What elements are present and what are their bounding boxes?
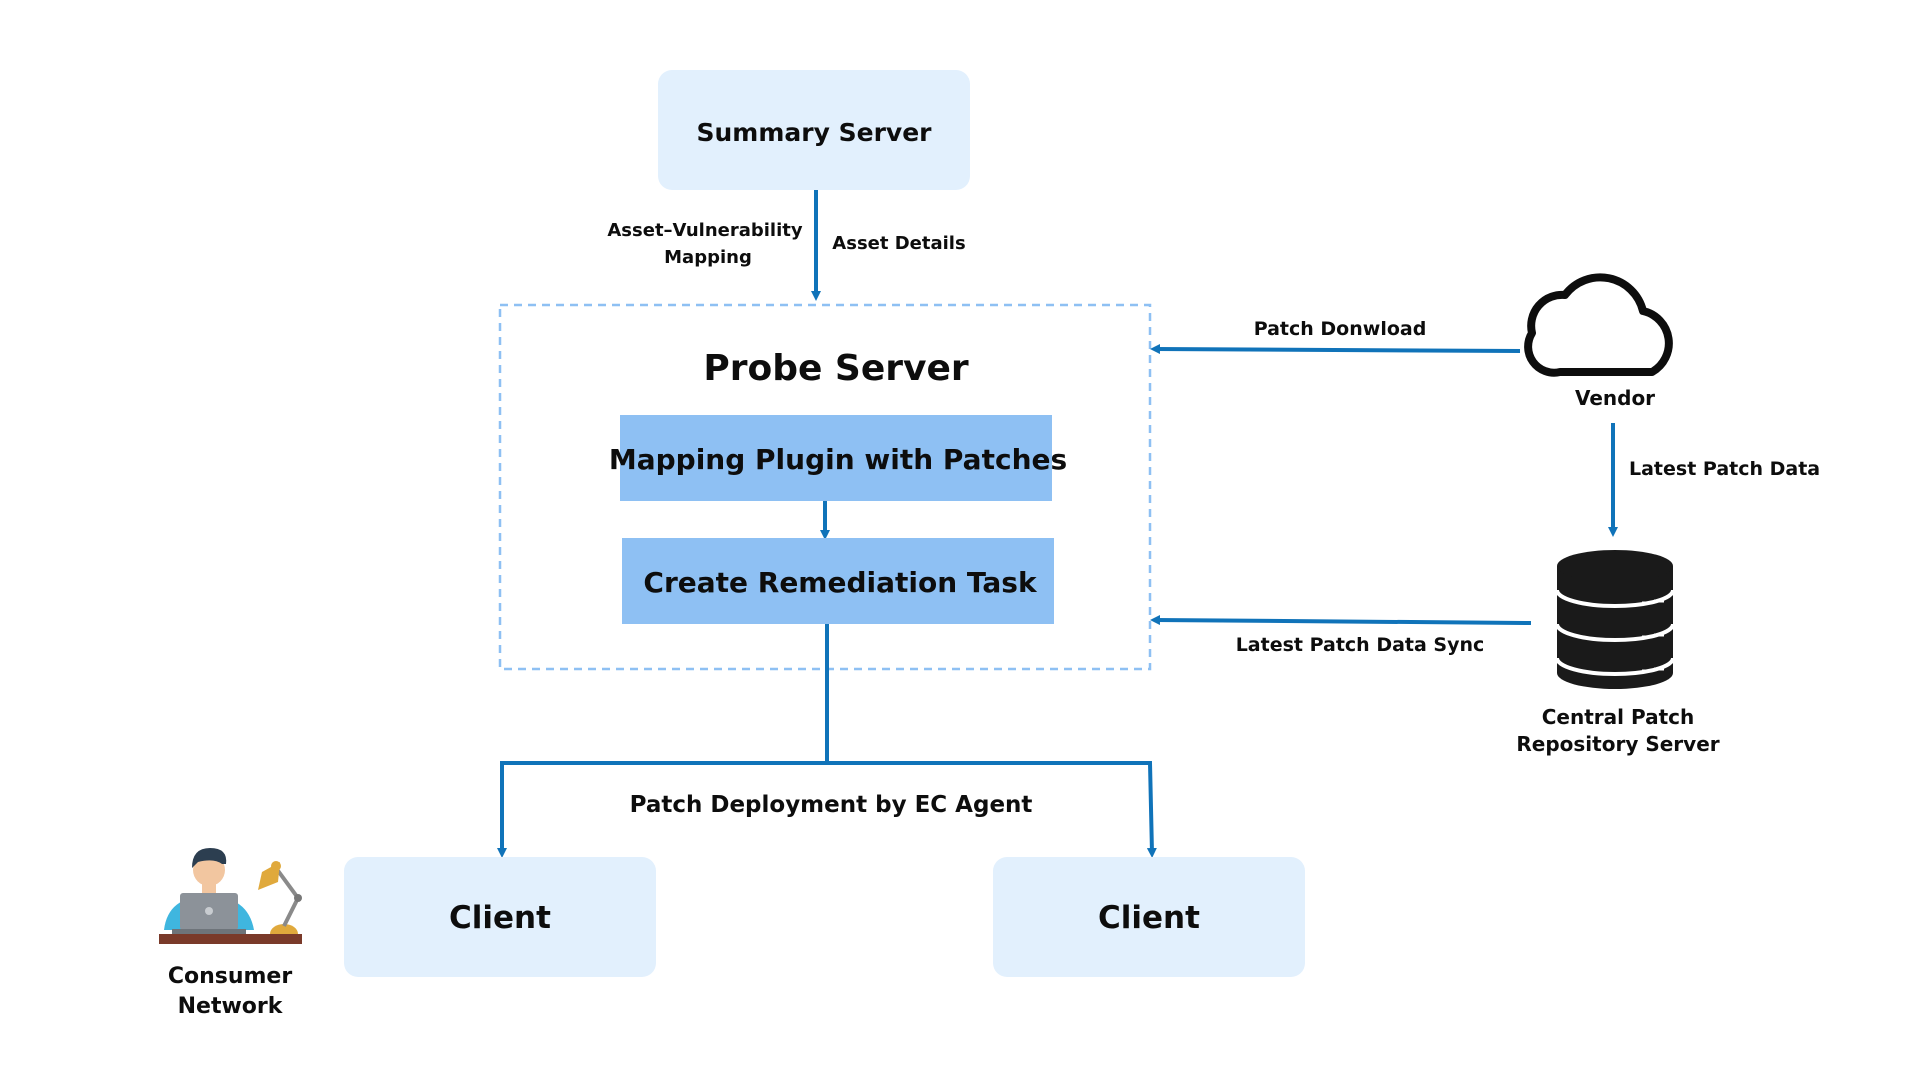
consumer-network-icon — [159, 848, 302, 944]
central-patch-repo-label-line1: Central Patch — [1542, 705, 1695, 729]
summary-server-label: Summary Server — [697, 118, 933, 147]
patch-deployment-label: Patch Deployment by EC Agent — [630, 792, 1033, 818]
asset-details-label: Asset Details — [832, 233, 965, 254]
patch-download-arrow — [1150, 344, 1521, 355]
client-left-node[interactable]: Client — [344, 857, 656, 977]
cloud-icon — [1524, 273, 1673, 377]
central-patch-repo-label-line2: Repository Server — [1516, 732, 1719, 756]
probe-server-title: Probe Server — [703, 348, 969, 389]
deployment-right-branch-line — [827, 761, 1157, 858]
probe-server-container: Probe Server — [498, 303, 1152, 671]
client-right-node[interactable]: Client — [993, 857, 1305, 977]
summary-server-node[interactable]: Summary Server — [658, 70, 970, 190]
client-right-label: Client — [1098, 900, 1200, 936]
asset-vulnerability-mapping-label-line1: Asset–Vulnerability — [607, 220, 802, 241]
latest-patch-data-label: Latest Patch Data — [1629, 458, 1820, 480]
vendor-label: Vendor — [1575, 386, 1655, 410]
remediation-task-label: Create Remediation Task — [643, 566, 1038, 599]
latest-patch-data-sync-arrow — [1150, 615, 1532, 626]
asset-vulnerability-mapping-label-line2: Mapping — [664, 247, 752, 268]
client-left-label: Client — [449, 900, 551, 936]
deployment-trunk-line — [497, 624, 829, 858]
patch-download-label: Patch Donwload — [1254, 318, 1427, 340]
consumer-network-label-line1: Consumer — [168, 964, 293, 989]
latest-patch-data-sync-label: Latest Patch Data Sync — [1236, 634, 1485, 656]
database-icon — [1555, 550, 1675, 689]
mapping-plugin-node[interactable]: Mapping Plugin with Patches — [609, 415, 1067, 501]
consumer-network-label-line2: Network — [178, 994, 284, 1019]
mapping-plugin-label: Mapping Plugin with Patches — [609, 443, 1067, 476]
remediation-task-node[interactable]: Create Remediation Task — [622, 538, 1054, 624]
